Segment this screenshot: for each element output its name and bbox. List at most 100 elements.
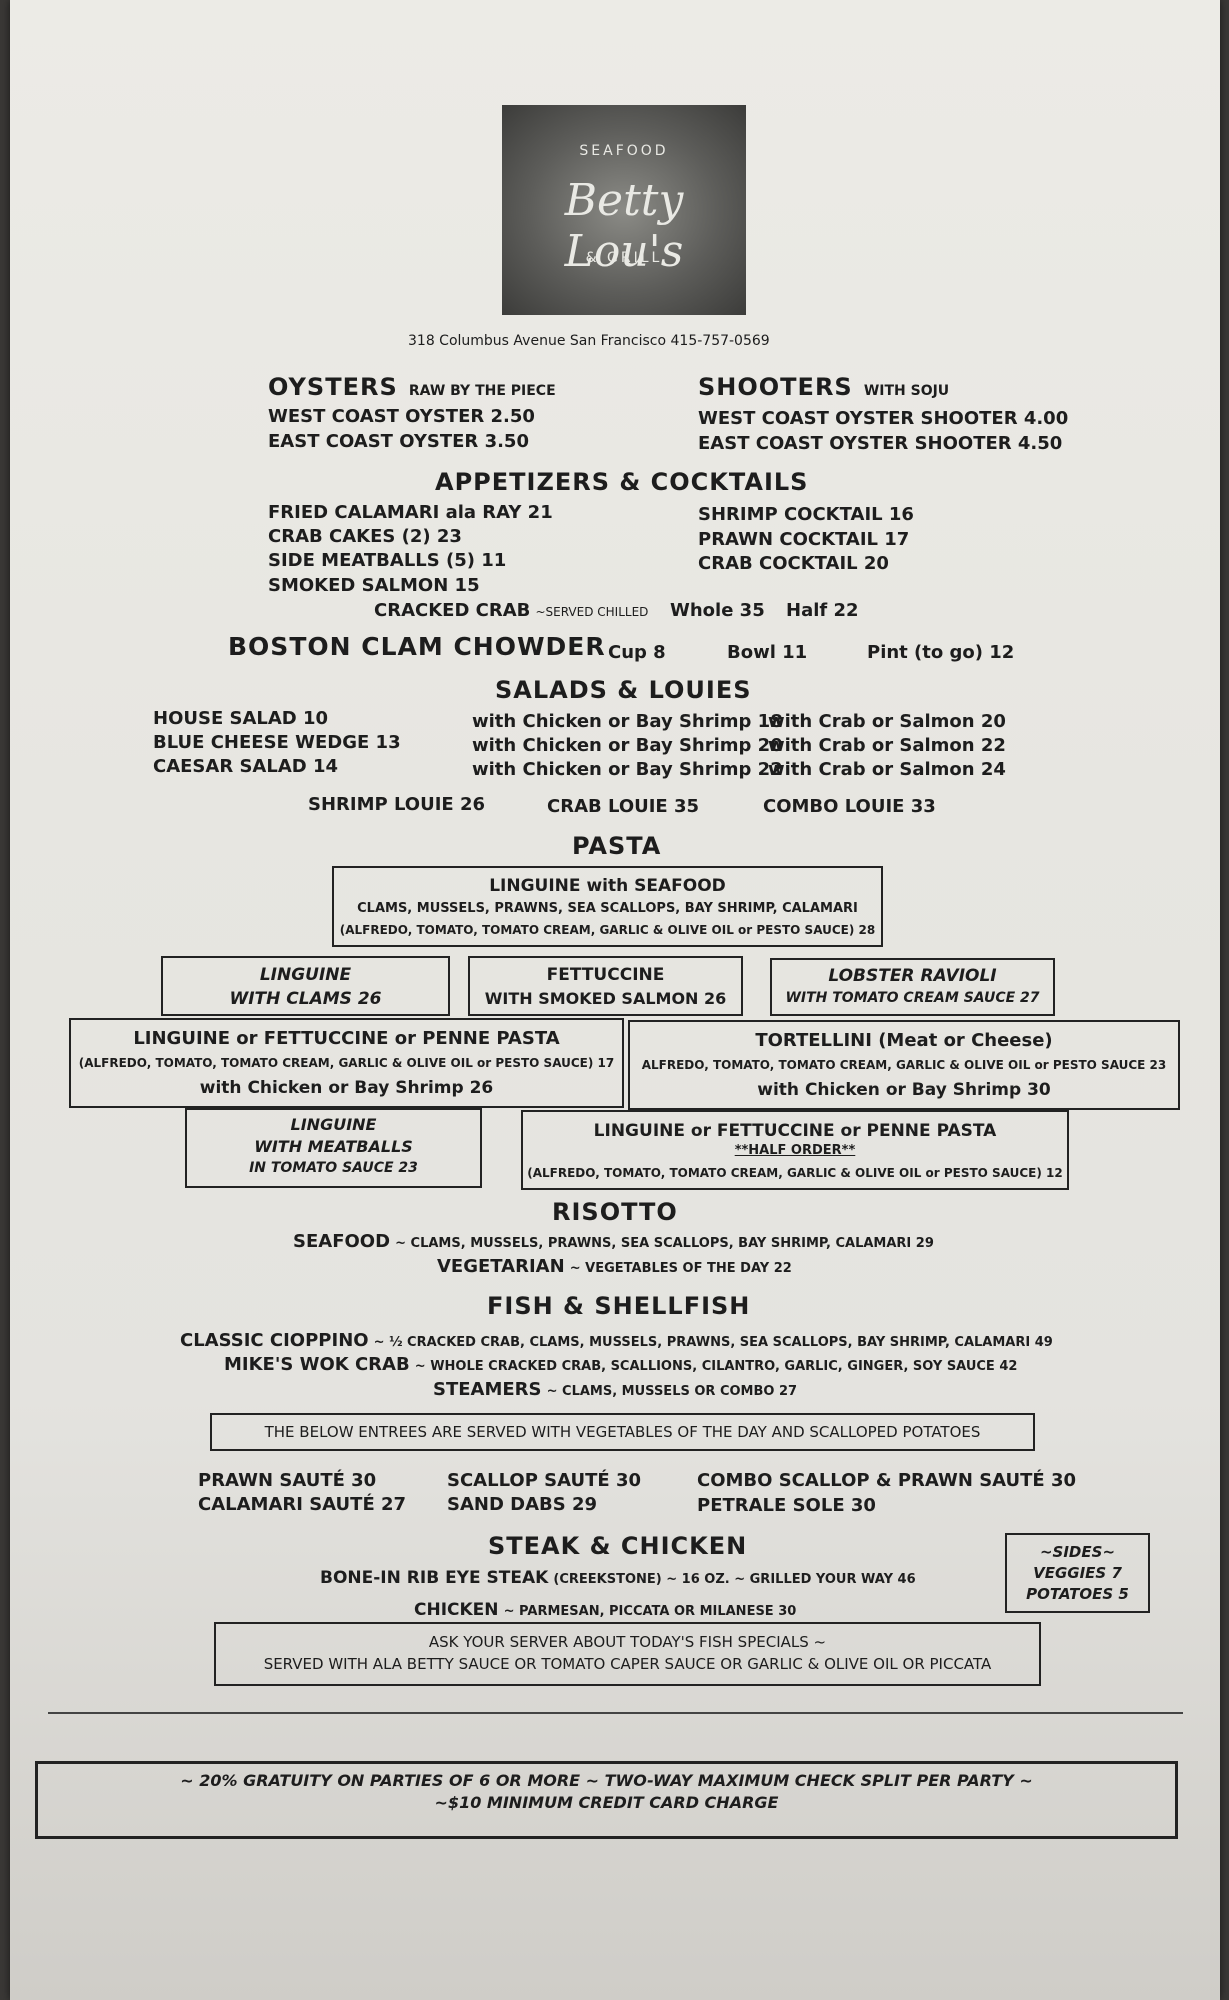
menu-item: SAND DABS 29: [447, 1494, 598, 1515]
menu-item-desc: (ALFREDO, TOMATO, TOMATO CREAM, GARLIC &…: [78, 1056, 615, 1070]
menu-item: LINGUINE or FETTUCCINE or PENNE PASTA: [593, 1121, 997, 1141]
menu-page: SEAFOOD Betty Lou's & GRILL 318 Columbus…: [10, 0, 1220, 2000]
entree-notice: THE BELOW ENTREES ARE SERVED WITH VEGETA…: [264, 1423, 981, 1441]
menu-item: PETRALE SOLE 30: [697, 1495, 876, 1516]
shooters-heading: SHOOTERS WITH SOJU: [698, 373, 949, 401]
cracked-crab: CRACKED CRAB: [374, 600, 531, 621]
restaurant-logo: SEAFOOD Betty Lou's & GRILL: [502, 105, 746, 315]
sides-box: ~SIDES~ VEGGIES 7 POTATOES 5: [1005, 1533, 1150, 1613]
menu-item: WITH MEATBALLS: [254, 1137, 413, 1156]
menu-item: WEST COAST OYSTER SHOOTER 4.00: [698, 408, 1069, 429]
menu-item: with Chicken or Bay Shrimp 20: [472, 735, 783, 756]
menu-item: CLASSIC CIOPPINO: [180, 1330, 369, 1351]
menu-item: SHRIMP LOUIE 26: [308, 794, 486, 815]
ribeye-line: BONE-IN RIB EYE STEAK (CREEKSTONE) ~ 16 …: [320, 1568, 916, 1588]
steamers-line: STEAMERS ~ CLAMS, MUSSELS OR COMBO 27: [433, 1379, 797, 1400]
menu-item: CRAB CAKES (2) 23: [268, 526, 462, 547]
menu-item: with Crab or Salmon 22: [768, 735, 1006, 756]
sides-title: ~SIDES~: [1039, 1543, 1116, 1561]
menu-item: IN TOMATO SAUCE 23: [249, 1160, 418, 1176]
menu-item: with Chicken or Bay Shrimp 18: [472, 711, 783, 732]
menu-item: TORTELLINI (Meat or Cheese): [755, 1030, 1053, 1051]
menu-item: LINGUINE: [259, 965, 352, 985]
pasta-seafood-box: LINGUINE with SEAFOOD CLAMS, MUSSELS, PR…: [332, 866, 883, 947]
pasta-tortellini-box: TORTELLINI (Meat or Cheese) ALFREDO, TOM…: [628, 1020, 1180, 1110]
shooters-title: SHOOTERS: [698, 373, 853, 401]
half-order-label: **HALF ORDER**: [734, 1143, 856, 1158]
menu-item: CALAMARI SAUTÉ 27: [198, 1494, 407, 1515]
menu-item-desc: CLAMS, MUSSELS, PRAWNS, SEA SCALLOPS, BA…: [357, 901, 858, 916]
menu-item: SEAFOOD: [293, 1231, 391, 1252]
oysters-sub: RAW BY THE PIECE: [408, 383, 556, 399]
menu-item-desc: ~ CLAMS, MUSSELS OR COMBO 27: [546, 1384, 798, 1399]
menu-item: CRAB LOUIE 35: [547, 796, 700, 817]
pasta-title: PASTA: [572, 832, 662, 860]
pasta-meatballs-box: LINGUINE WITH MEATBALLS IN TOMATO SAUCE …: [185, 1108, 482, 1188]
menu-item: STEAMERS: [433, 1379, 542, 1400]
cracked-crab-note: ~SERVED CHILLED: [535, 605, 649, 619]
pasta-fettuccine-box: FETTUCCINE WITH SMOKED SALMON 26: [468, 956, 743, 1016]
risotto-title: RISOTTO: [552, 1198, 678, 1226]
menu-item-desc: (ALFREDO, TOMATO, TOMATO CREAM, GARLIC &…: [527, 1166, 1063, 1180]
divider: [48, 1712, 1183, 1714]
menu-item: COMBO LOUIE 33: [763, 796, 936, 817]
menu-item-desc: (ALFREDO, TOMATO, TOMATO CREAM, GARLIC &…: [339, 923, 876, 937]
menu-item: CAESAR SALAD 14: [153, 756, 339, 777]
footer-text: ~ 20% GRATUITY ON PARTIES OF 6 OR MORE ~…: [180, 1771, 1033, 1790]
menu-item: BLUE CHEESE WEDGE 13: [153, 732, 401, 753]
pasta-lfp-box: LINGUINE or FETTUCCINE or PENNE PASTA (A…: [69, 1018, 624, 1108]
menu-item: EAST COAST OYSTER SHOOTER 4.50: [698, 433, 1063, 454]
menu-item: HOUSE SALAD 10: [153, 708, 329, 729]
menu-item: with Chicken or Bay Shrimp 30: [757, 1080, 1051, 1100]
menu-item: with Chicken or Bay Shrimp 26: [199, 1078, 494, 1098]
logo-bottom-text: & GRILL: [585, 250, 663, 266]
menu-item: LINGUINE: [290, 1115, 377, 1134]
menu-item: LINGUINE or FETTUCCINE or PENNE PASTA: [133, 1028, 560, 1049]
menu-item: BONE-IN RIB EYE STEAK: [320, 1568, 549, 1588]
appetizers-title: APPETIZERS & COCKTAILS: [435, 468, 809, 496]
pasta-half-order-box: LINGUINE or FETTUCCINE or PENNE PASTA **…: [521, 1110, 1069, 1190]
menu-item: PRAWN SAUTÉ 30: [198, 1470, 377, 1491]
shooters-sub: WITH SOJU: [863, 383, 950, 399]
menu-item: FETTUCCINE: [546, 965, 665, 985]
menu-item: POTATOES 5: [1026, 1585, 1129, 1603]
menu-item-desc: ALFREDO, TOMATO, TOMATO CREAM, GARLIC & …: [641, 1058, 1167, 1072]
footer-text: ~$10 MINIMUM CREDIT CARD CHARGE: [434, 1793, 779, 1812]
chowder-pint: Pint (to go) 12: [867, 642, 1015, 663]
wok-crab-line: MIKE'S WOK CRAB ~ WHOLE CRACKED CRAB, SC…: [224, 1354, 1017, 1375]
price-half: Half 22: [786, 600, 859, 621]
menu-item: WEST COAST OYSTER 2.50: [268, 406, 535, 427]
menu-item: SCALLOP SAUTÉ 30: [447, 1470, 642, 1491]
menu-item: EAST COAST OYSTER 3.50: [268, 431, 529, 452]
menu-item: MIKE'S WOK CRAB: [224, 1354, 410, 1375]
logo-name: Betty Lou's: [564, 175, 684, 277]
menu-item: SIDE MEATBALLS (5) 11: [268, 550, 507, 571]
menu-item-desc: ~ VEGETABLES OF THE DAY 22: [569, 1261, 792, 1276]
steak-title: STEAK & CHICKEN: [488, 1532, 748, 1560]
chowder-bowl: Bowl 11: [727, 642, 808, 663]
menu-item-desc: (CREEKSTONE) ~ 16 OZ. ~ GRILLED YOUR WAY…: [553, 1572, 916, 1587]
menu-item: with Crab or Salmon 24: [768, 759, 1006, 780]
menu-item-desc: ~ WHOLE CRACKED CRAB, SCALLIONS, CILANTR…: [414, 1359, 1018, 1374]
oysters-heading: OYSTERS RAW BY THE PIECE: [268, 373, 556, 401]
menu-item: PRAWN COCKTAIL 17: [698, 529, 910, 550]
menu-item: VEGETARIAN: [437, 1256, 565, 1277]
menu-item: SHRIMP COCKTAIL 16: [698, 504, 914, 525]
cioppino-line: CLASSIC CIOPPINO ~ ½ CRACKED CRAB, CLAMS…: [180, 1330, 1053, 1351]
entree-notice-box: THE BELOW ENTREES ARE SERVED WITH VEGETA…: [210, 1413, 1035, 1451]
menu-item: WITH SMOKED SALMON 26: [484, 989, 727, 1008]
address: 318 Columbus Avenue San Francisco 415-75…: [408, 333, 770, 349]
pasta-clams-box: LINGUINE WITH CLAMS 26: [161, 956, 450, 1016]
chowder-title: BOSTON CLAM CHOWDER: [228, 632, 606, 661]
menu-item-desc: ~ ½ CRACKED CRAB, CLAMS, MUSSELS, PRAWNS…: [373, 1335, 1053, 1350]
menu-item: with Crab or Salmon 20: [768, 711, 1006, 732]
menu-item: FRIED CALAMARI ala RAY 21: [268, 502, 553, 523]
menu-item-desc: ~ PARMESAN, PICCATA OR MILANESE 30: [503, 1604, 797, 1619]
risotto-vegetarian: VEGETARIAN ~ VEGETABLES OF THE DAY 22: [437, 1256, 792, 1277]
cracked-crab-line: CRACKED CRAB ~SERVED CHILLED: [374, 600, 648, 621]
logo-top-text: SEAFOOD: [579, 143, 669, 159]
menu-item: with Chicken or Bay Shrimp 22: [472, 759, 783, 780]
menu-item: COMBO SCALLOP & PRAWN SAUTÉ 30: [697, 1470, 1077, 1491]
menu-item: LINGUINE with SEAFOOD: [489, 876, 726, 896]
salads-title: SALADS & LOUIES: [495, 676, 752, 704]
